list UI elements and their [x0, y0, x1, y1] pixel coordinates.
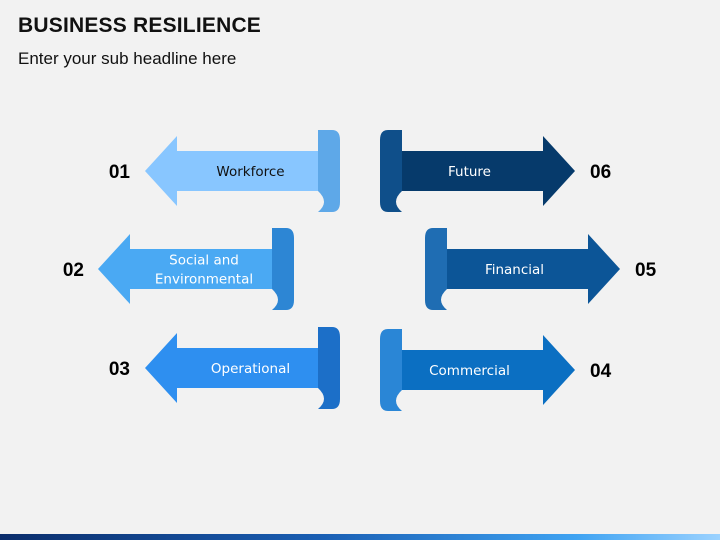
- page-title: BUSINESS RESILIENCE: [18, 14, 262, 37]
- item-number: 04: [590, 361, 612, 382]
- arrow-body: [145, 136, 318, 206]
- arrow-curl: [272, 228, 294, 310]
- arrow-label: Environmental: [155, 272, 253, 288]
- arrow-item-03: Operational 03: [109, 327, 340, 409]
- arrow-item-01: Workforce 01: [109, 130, 340, 212]
- arrow-label: Workforce: [216, 164, 284, 180]
- arrow-item-06: Future 06: [380, 130, 611, 212]
- arrow-body: [145, 333, 318, 403]
- arrow-body: [402, 335, 575, 405]
- arrow-curl: [318, 130, 340, 212]
- item-number: 02: [63, 260, 84, 281]
- item-number: 06: [590, 162, 611, 183]
- arrow-body: [447, 234, 620, 304]
- arrow-label: Social and: [169, 253, 239, 269]
- item-number: 05: [635, 260, 657, 281]
- item-number: 03: [109, 359, 130, 380]
- arrow-curl: [380, 329, 402, 411]
- arrow-item-04: Commercial 04: [380, 329, 612, 411]
- arrow-item-05: Financial 05: [425, 228, 657, 310]
- page-subtitle: Enter your sub headline here: [18, 49, 237, 68]
- arrow-curl: [318, 327, 340, 409]
- item-number: 01: [109, 162, 131, 183]
- arrow-label: Operational: [211, 361, 290, 377]
- bottom-accent-bar: [0, 534, 720, 540]
- arrow-label: Future: [448, 164, 491, 180]
- arrow-body: [98, 234, 272, 304]
- arrow-body: [402, 136, 575, 206]
- arrow-curl: [380, 130, 402, 212]
- arrow-label: Commercial: [429, 363, 510, 379]
- arrow-curl: [425, 228, 447, 310]
- arrow-label: Financial: [485, 262, 544, 278]
